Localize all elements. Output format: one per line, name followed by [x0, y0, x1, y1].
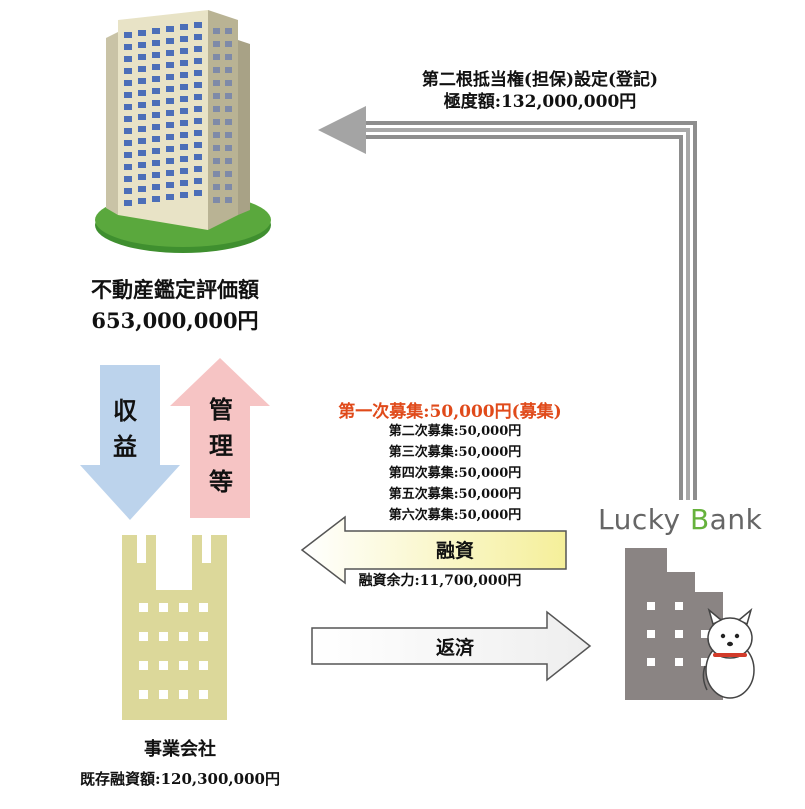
company-name: 事業会社	[144, 739, 216, 760]
management-arrow	[170, 358, 270, 518]
recruitment-round: 第五次募集:50,000円	[388, 487, 522, 502]
recruitment-round: 第六次募集:50,000円	[388, 508, 522, 523]
bank-building-icon	[625, 548, 755, 700]
recruitment-round: 第二次募集:50,000円	[388, 424, 522, 439]
repayment-arrow	[311, 610, 592, 682]
lien-setting-text: 第二根抵当権(担保)設定(登記)	[421, 70, 659, 90]
appraisal-value-amount: 653,000,000円	[91, 308, 259, 333]
existing-loan-amount: 既存融資額:120,300,000円	[80, 770, 280, 788]
lien-max-amount-text: 極度額:132,000,000円	[443, 92, 637, 112]
brand-name-ank: ank	[709, 503, 763, 536]
financing-arrow	[300, 515, 567, 585]
brand-name-b: B	[689, 503, 710, 536]
brand-name-lucky: Lucky	[598, 503, 681, 536]
brand-logo: Lucky Bank	[598, 503, 788, 536]
current-recruitment-round: 第一次募集:50,000円(募集)	[338, 402, 562, 422]
company-building-icon	[122, 535, 227, 720]
financing-label: 融資	[435, 540, 474, 562]
income-arrow	[80, 365, 180, 520]
appraisal-value-label: 不動産鑑定評価額	[91, 277, 259, 302]
apartment-building-illustration	[95, 10, 271, 253]
recruitment-round: 第三次募集:50,000円	[388, 445, 522, 460]
recruitment-round: 第四次募集:50,000円	[388, 466, 522, 481]
income-label: 収益	[113, 396, 137, 461]
financing-remaining-capacity: 融資余力:11,700,000円	[358, 573, 522, 589]
management-label: 管理等	[209, 395, 233, 496]
dog-mascot-icon	[702, 607, 755, 699]
lien-arrow	[318, 106, 697, 500]
repayment-label: 返済	[435, 637, 474, 659]
